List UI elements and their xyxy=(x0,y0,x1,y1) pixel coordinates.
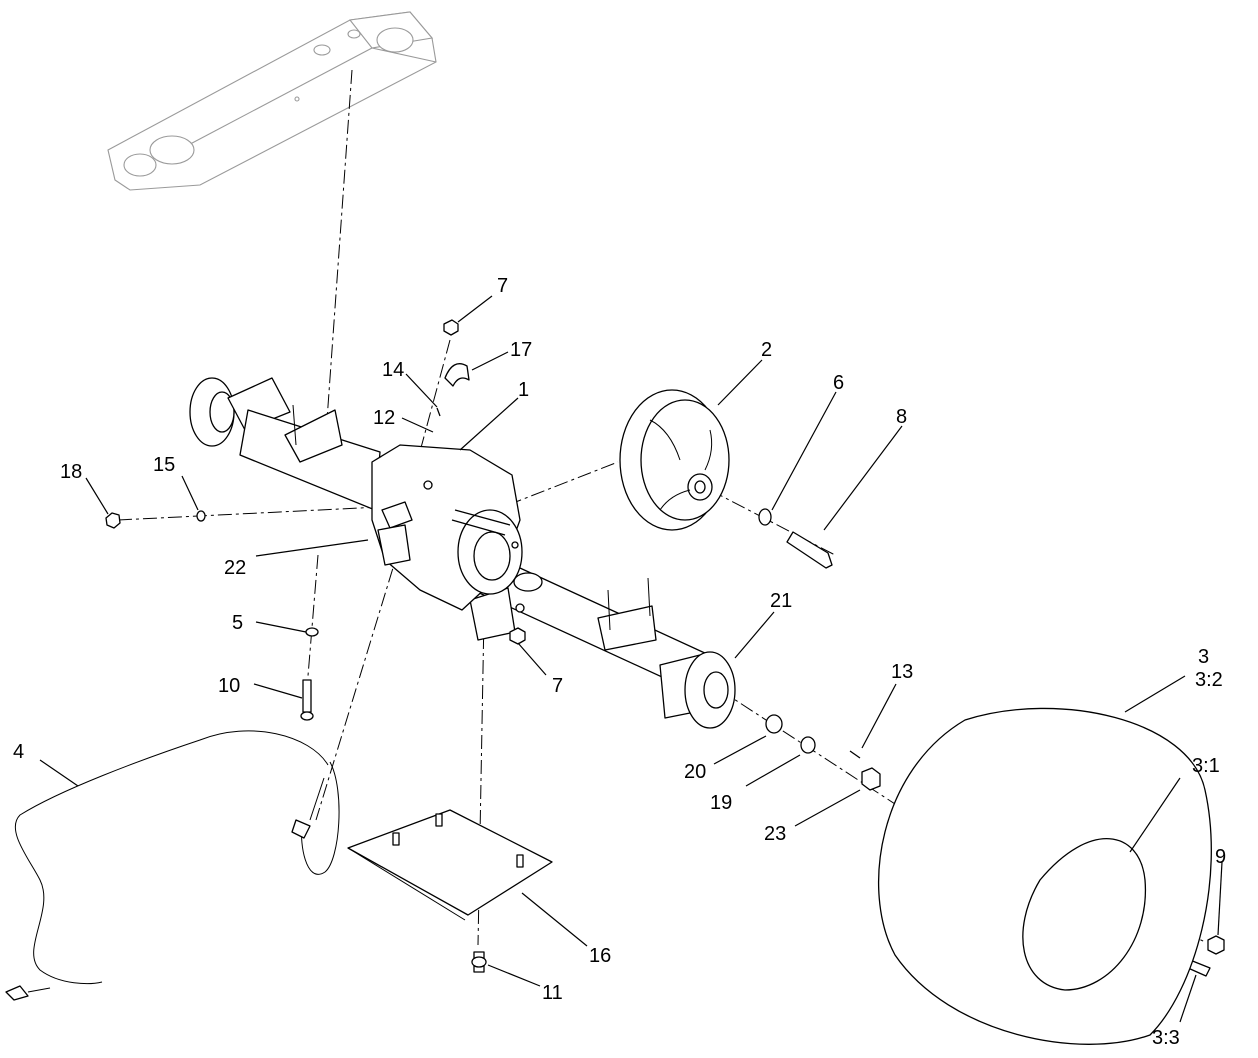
callout-20: 20 xyxy=(684,761,706,783)
callout-15: 15 xyxy=(153,454,175,476)
callout-4: 4 xyxy=(13,741,24,763)
callout-17: 17 xyxy=(510,339,532,361)
callout-3-1: 3:1 xyxy=(1192,755,1220,777)
callout-23: 23 xyxy=(764,823,786,845)
callout-3-3: 3:3 xyxy=(1152,1027,1180,1049)
callout-22: 22 xyxy=(224,557,246,579)
callout-labels: 7 17 14 12 1 2 6 8 18 15 22 5 10 7 21 13… xyxy=(13,275,1226,1049)
callout-21: 21 xyxy=(770,590,792,612)
callout-12: 12 xyxy=(373,407,395,429)
callout-3: 3 xyxy=(1198,646,1209,668)
brake-drum xyxy=(619,389,730,531)
callout-5: 5 xyxy=(232,612,243,634)
brake-cable xyxy=(5,730,340,1001)
callout-8: 8 xyxy=(896,406,907,428)
callout-16: 16 xyxy=(589,945,611,967)
callout-3-2: 3:2 xyxy=(1195,669,1223,691)
callout-7-top: 7 xyxy=(497,275,508,297)
leader-lines xyxy=(39,295,1223,1023)
tire-wheel xyxy=(878,707,1212,1045)
frame-ghost xyxy=(107,11,437,191)
callout-6: 6 xyxy=(833,372,844,394)
callout-14: 14 xyxy=(382,359,404,381)
callout-7-bottom: 7 xyxy=(552,675,563,697)
hardware xyxy=(105,319,1225,977)
callout-9: 9 xyxy=(1215,846,1226,868)
callout-19: 19 xyxy=(710,792,732,814)
callout-11: 11 xyxy=(542,982,563,1004)
skid-plate xyxy=(347,809,553,921)
callout-10: 10 xyxy=(218,675,240,697)
callout-13: 13 xyxy=(891,661,913,683)
callout-1: 1 xyxy=(518,379,529,401)
callout-18: 18 xyxy=(60,461,82,483)
axle-assembly xyxy=(189,377,736,729)
callout-2: 2 xyxy=(761,339,772,361)
